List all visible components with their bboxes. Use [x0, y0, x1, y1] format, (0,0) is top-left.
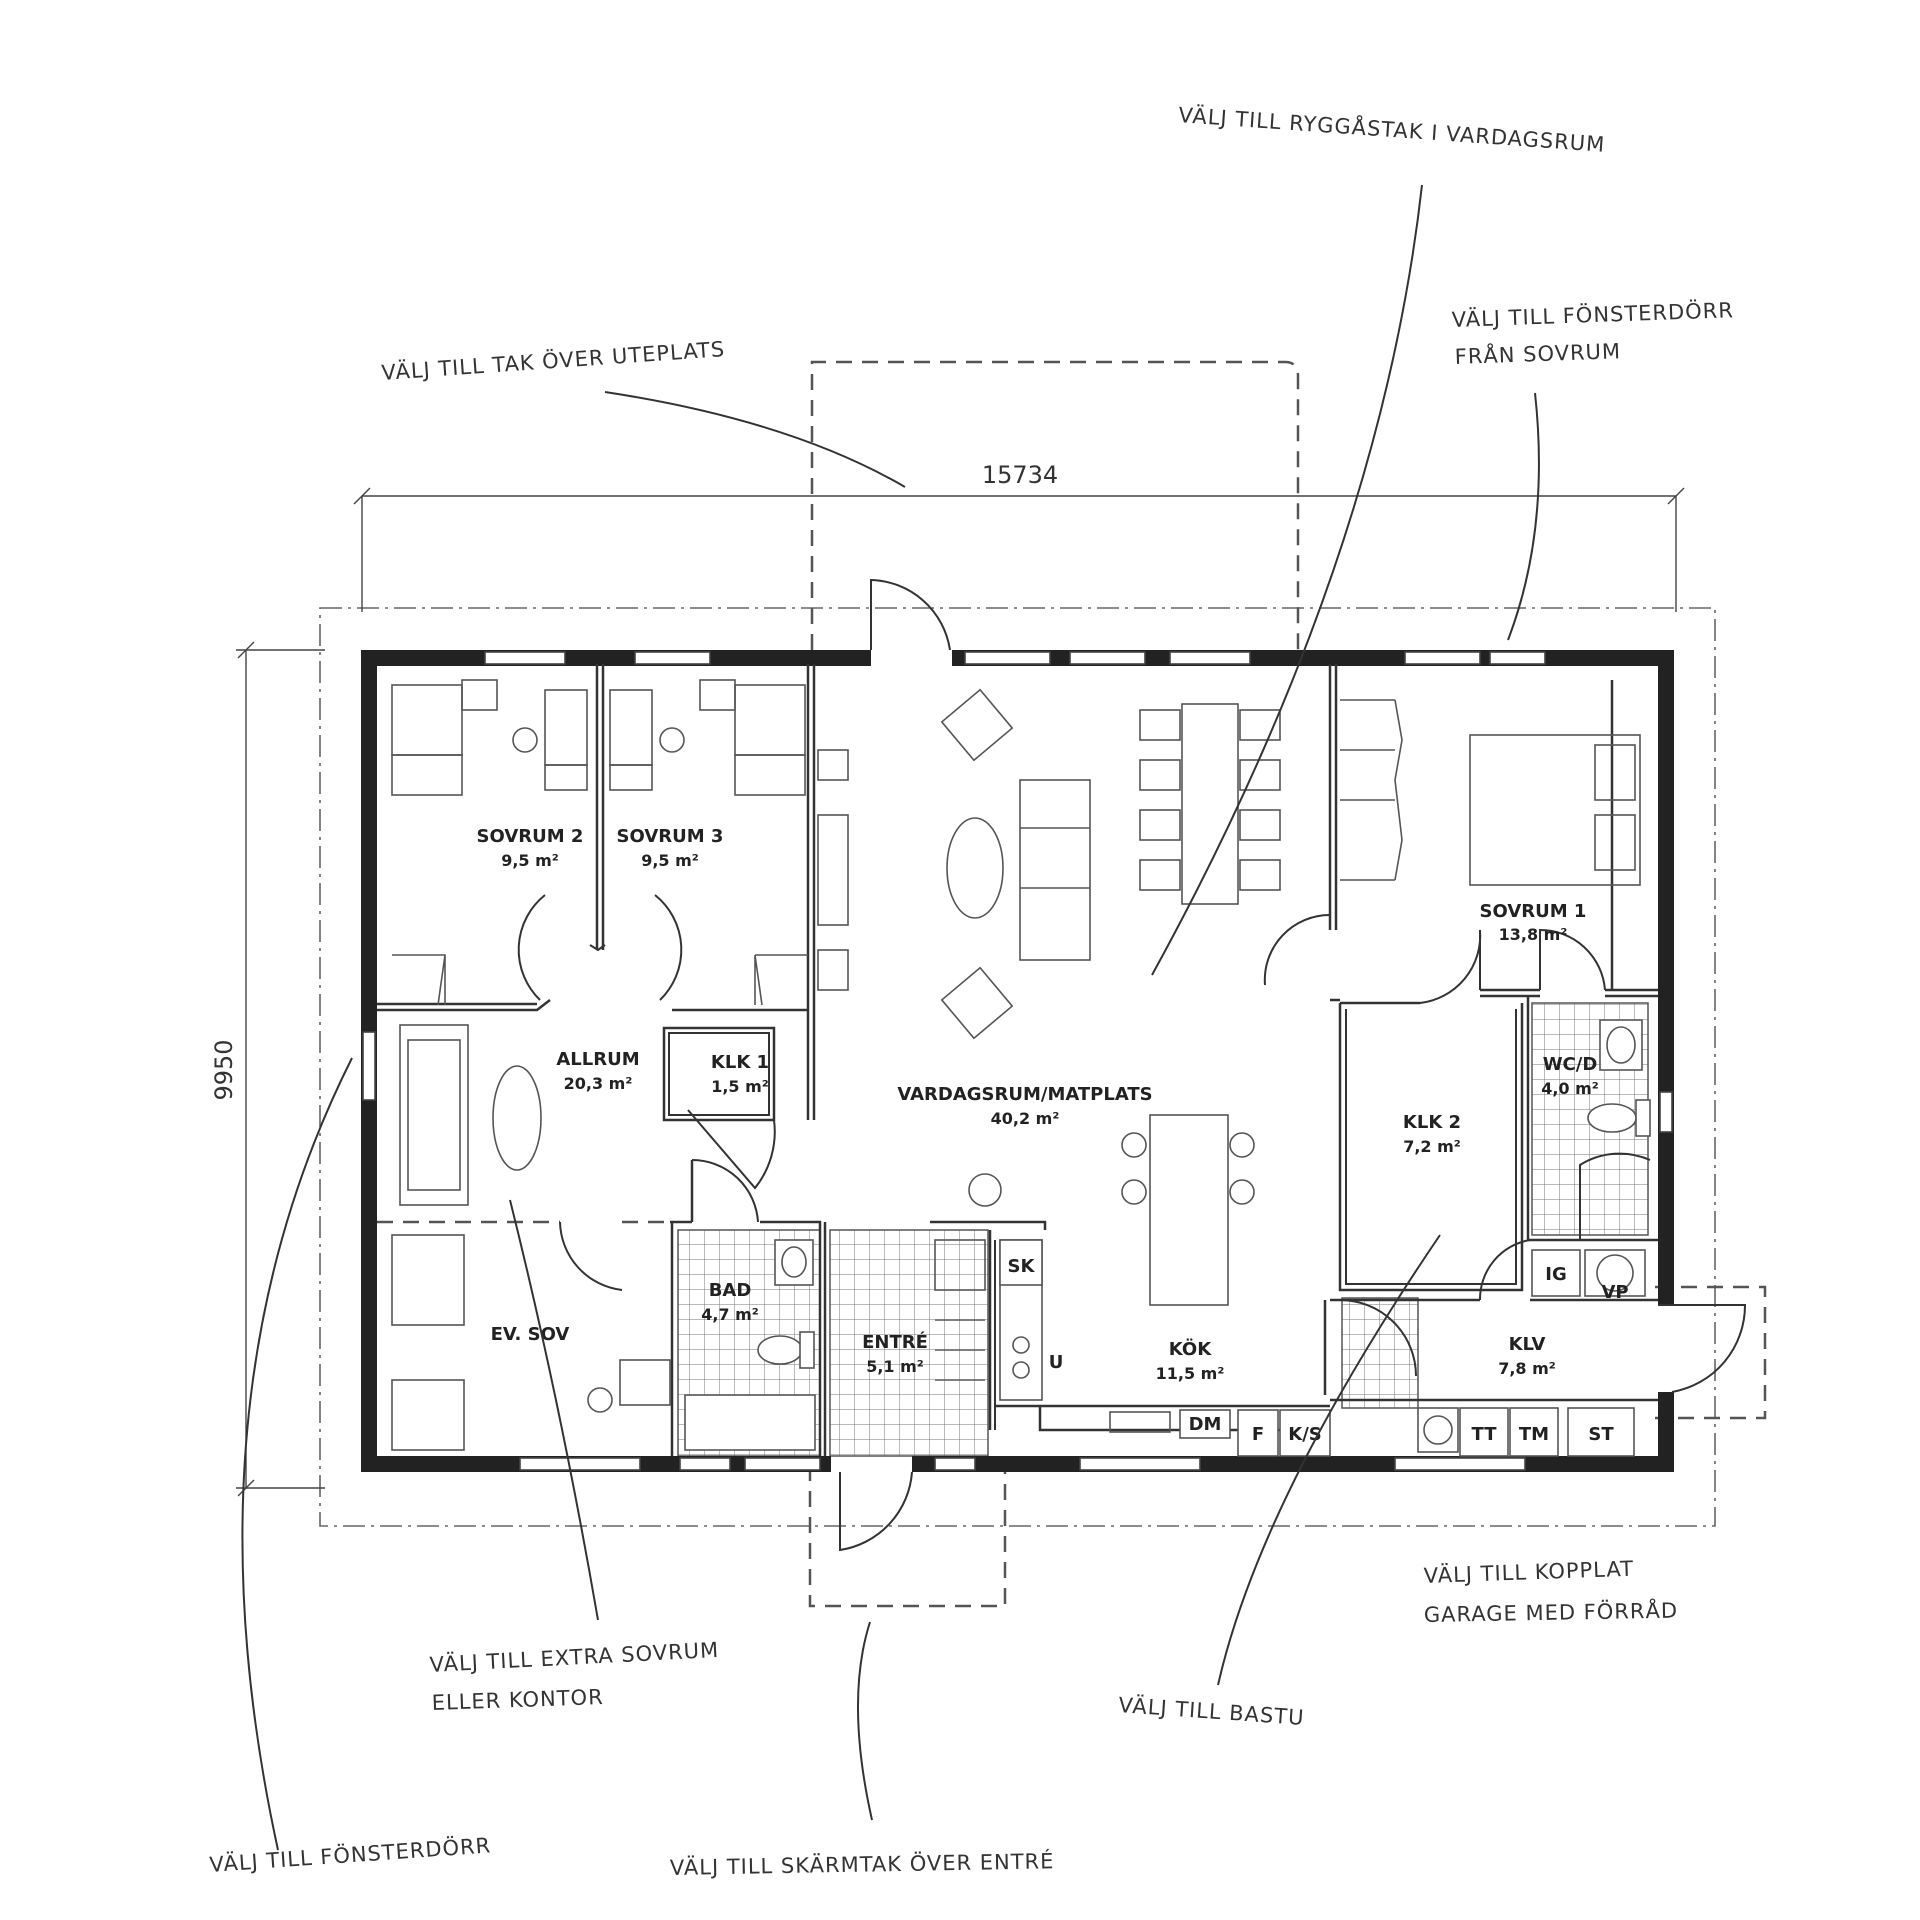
- svg-text:9,5 m²: 9,5 m²: [641, 851, 699, 870]
- klv-tile-floor: [1341, 1297, 1419, 1409]
- annotation-fonsterdorr: VÄLJ TILL FÖNSTERDÖRR: [209, 1832, 492, 1877]
- room-label-vardagsrum: VARDAGSRUM/MATPLATS 40,2 m²: [897, 1084, 1152, 1128]
- uteplats-roof-option-outline: [810, 360, 1300, 650]
- svg-text:5,1 m²: 5,1 m²: [866, 1357, 924, 1376]
- doors: [517, 578, 1747, 1552]
- room-label-sovrum2: SOVRUM 2 9,5 m²: [477, 826, 584, 870]
- svg-text:7,8 m²: 7,8 m²: [1498, 1359, 1556, 1378]
- svg-text:VARDAGSRUM/MATPLATS: VARDAGSRUM/MATPLATS: [897, 1084, 1152, 1105]
- annotation-fonsterdorr-sovrum-line2: FRÅN SOVRUM: [1454, 337, 1621, 369]
- fixture-tt-label: TT: [1472, 1424, 1498, 1445]
- fixture-boxes: [999, 1239, 1646, 1457]
- svg-text:KÖK: KÖK: [1169, 1338, 1212, 1360]
- room-label-evsov: EV. SOV: [491, 1324, 570, 1345]
- fixture-sk-label: SK: [1008, 1256, 1036, 1277]
- fixture-ks-label: K/S: [1288, 1424, 1322, 1445]
- svg-text:ENTRÉ: ENTRÉ: [862, 1331, 928, 1353]
- svg-text:20,3 m²: 20,3 m²: [564, 1074, 633, 1093]
- svg-text:BAD: BAD: [709, 1280, 752, 1301]
- room-label-wcd: WC/D 4,0 m²: [1541, 1054, 1599, 1098]
- roof-eave-outline: [319, 607, 1716, 1527]
- svg-text:1,5 m²: 1,5 m²: [711, 1077, 769, 1096]
- annotation-skarmtak: VÄLJ TILL SKÄRMTAK ÖVER ENTRÉ: [670, 1848, 1055, 1880]
- annotation-bastu: VÄLJ TILL BASTU: [1118, 1692, 1306, 1730]
- fixture-ig-label: IG: [1545, 1264, 1566, 1285]
- svg-text:KLV: KLV: [1509, 1334, 1546, 1355]
- room-label-entre: ENTRÉ 5,1 m²: [862, 1331, 928, 1376]
- svg-text:WC/D: WC/D: [1543, 1054, 1598, 1075]
- svg-text:4,0 m²: 4,0 m²: [1541, 1079, 1599, 1098]
- svg-text:KLK 2: KLK 2: [1403, 1112, 1461, 1133]
- svg-text:40,2 m²: 40,2 m²: [991, 1109, 1060, 1128]
- garage-option-outline: [1655, 1285, 1767, 1420]
- annotation-ryggastak: VÄLJ TILL RYGGÅSTAK I VARDAGSRUM: [1178, 101, 1606, 157]
- dimension-depth-label: 9950: [210, 1039, 238, 1100]
- annotation-tak-uteplats: VÄLJ TILL TAK ÖVER UTEPLATS: [381, 336, 726, 385]
- fixture-dm-label: DM: [1189, 1414, 1222, 1435]
- fixture-tm-label: TM: [1519, 1424, 1549, 1445]
- room-label-klk2: KLK 2 7,2 m²: [1403, 1112, 1461, 1156]
- windows: [362, 651, 1673, 1471]
- room-label-bad: BAD 4,7 m²: [701, 1280, 759, 1324]
- svg-text:9,5 m²: 9,5 m²: [501, 851, 559, 870]
- room-label-sovrum1: SOVRUM 1 13,8 m²: [1480, 901, 1587, 944]
- dimension-width: 15734: [353, 461, 1685, 612]
- dimension-depth: 9950: [210, 641, 325, 1497]
- furniture: [391, 679, 1651, 1453]
- room-label-sovrum3: SOVRUM 3 9,5 m²: [617, 826, 724, 870]
- dimension-width-label: 15734: [982, 461, 1058, 489]
- room-label-allrum: ALLRUM 20,3 m²: [556, 1049, 639, 1093]
- annotation-extra-sovrum-line1: VÄLJ TILL EXTRA SOVRUM: [429, 1637, 720, 1677]
- svg-text:11,5 m²: 11,5 m²: [1156, 1364, 1225, 1383]
- svg-text:EV. SOV: EV. SOV: [491, 1324, 570, 1345]
- fixture-st-label: ST: [1588, 1424, 1614, 1445]
- entre-tile-floor: [829, 1229, 989, 1457]
- annotation-fonsterdorr-sovrum-line1: VÄLJ TILL FÖNSTERDÖRR: [1451, 297, 1734, 332]
- fixture-u-label: U: [1049, 1352, 1064, 1373]
- room-label-klv: KLV 7,8 m²: [1498, 1334, 1556, 1378]
- annotation-garage-line2: GARAGE MED FÖRRÅD: [1424, 1597, 1679, 1627]
- svg-text:4,7 m²: 4,7 m²: [701, 1305, 759, 1324]
- room-label-klk1: KLK 1 1,5 m²: [711, 1052, 769, 1096]
- svg-text:SOVRUM 2: SOVRUM 2: [477, 826, 584, 847]
- svg-text:SOVRUM 3: SOVRUM 3: [617, 826, 724, 847]
- svg-text:SOVRUM 1: SOVRUM 1: [1480, 901, 1587, 922]
- svg-text:7,2 m²: 7,2 m²: [1403, 1137, 1461, 1156]
- svg-text:13,8 m²: 13,8 m²: [1499, 925, 1568, 944]
- annotation-extra-sovrum-line2: ELLER KONTOR: [431, 1685, 604, 1715]
- entry-canopy-option-outline: [808, 1465, 1007, 1608]
- annotation-garage-line1: VÄLJ TILL KOPPLAT: [1423, 1556, 1634, 1588]
- room-label-kok: KÖK 11,5 m²: [1156, 1338, 1225, 1383]
- svg-text:ALLRUM: ALLRUM: [556, 1049, 639, 1070]
- fixture-f-label: F: [1252, 1424, 1264, 1445]
- annotation-leaders: [241, 184, 1540, 1851]
- interior-walls: [377, 664, 1658, 1456]
- fixture-vp-label: VP: [1601, 1282, 1628, 1303]
- svg-text:KLK 1: KLK 1: [711, 1052, 769, 1073]
